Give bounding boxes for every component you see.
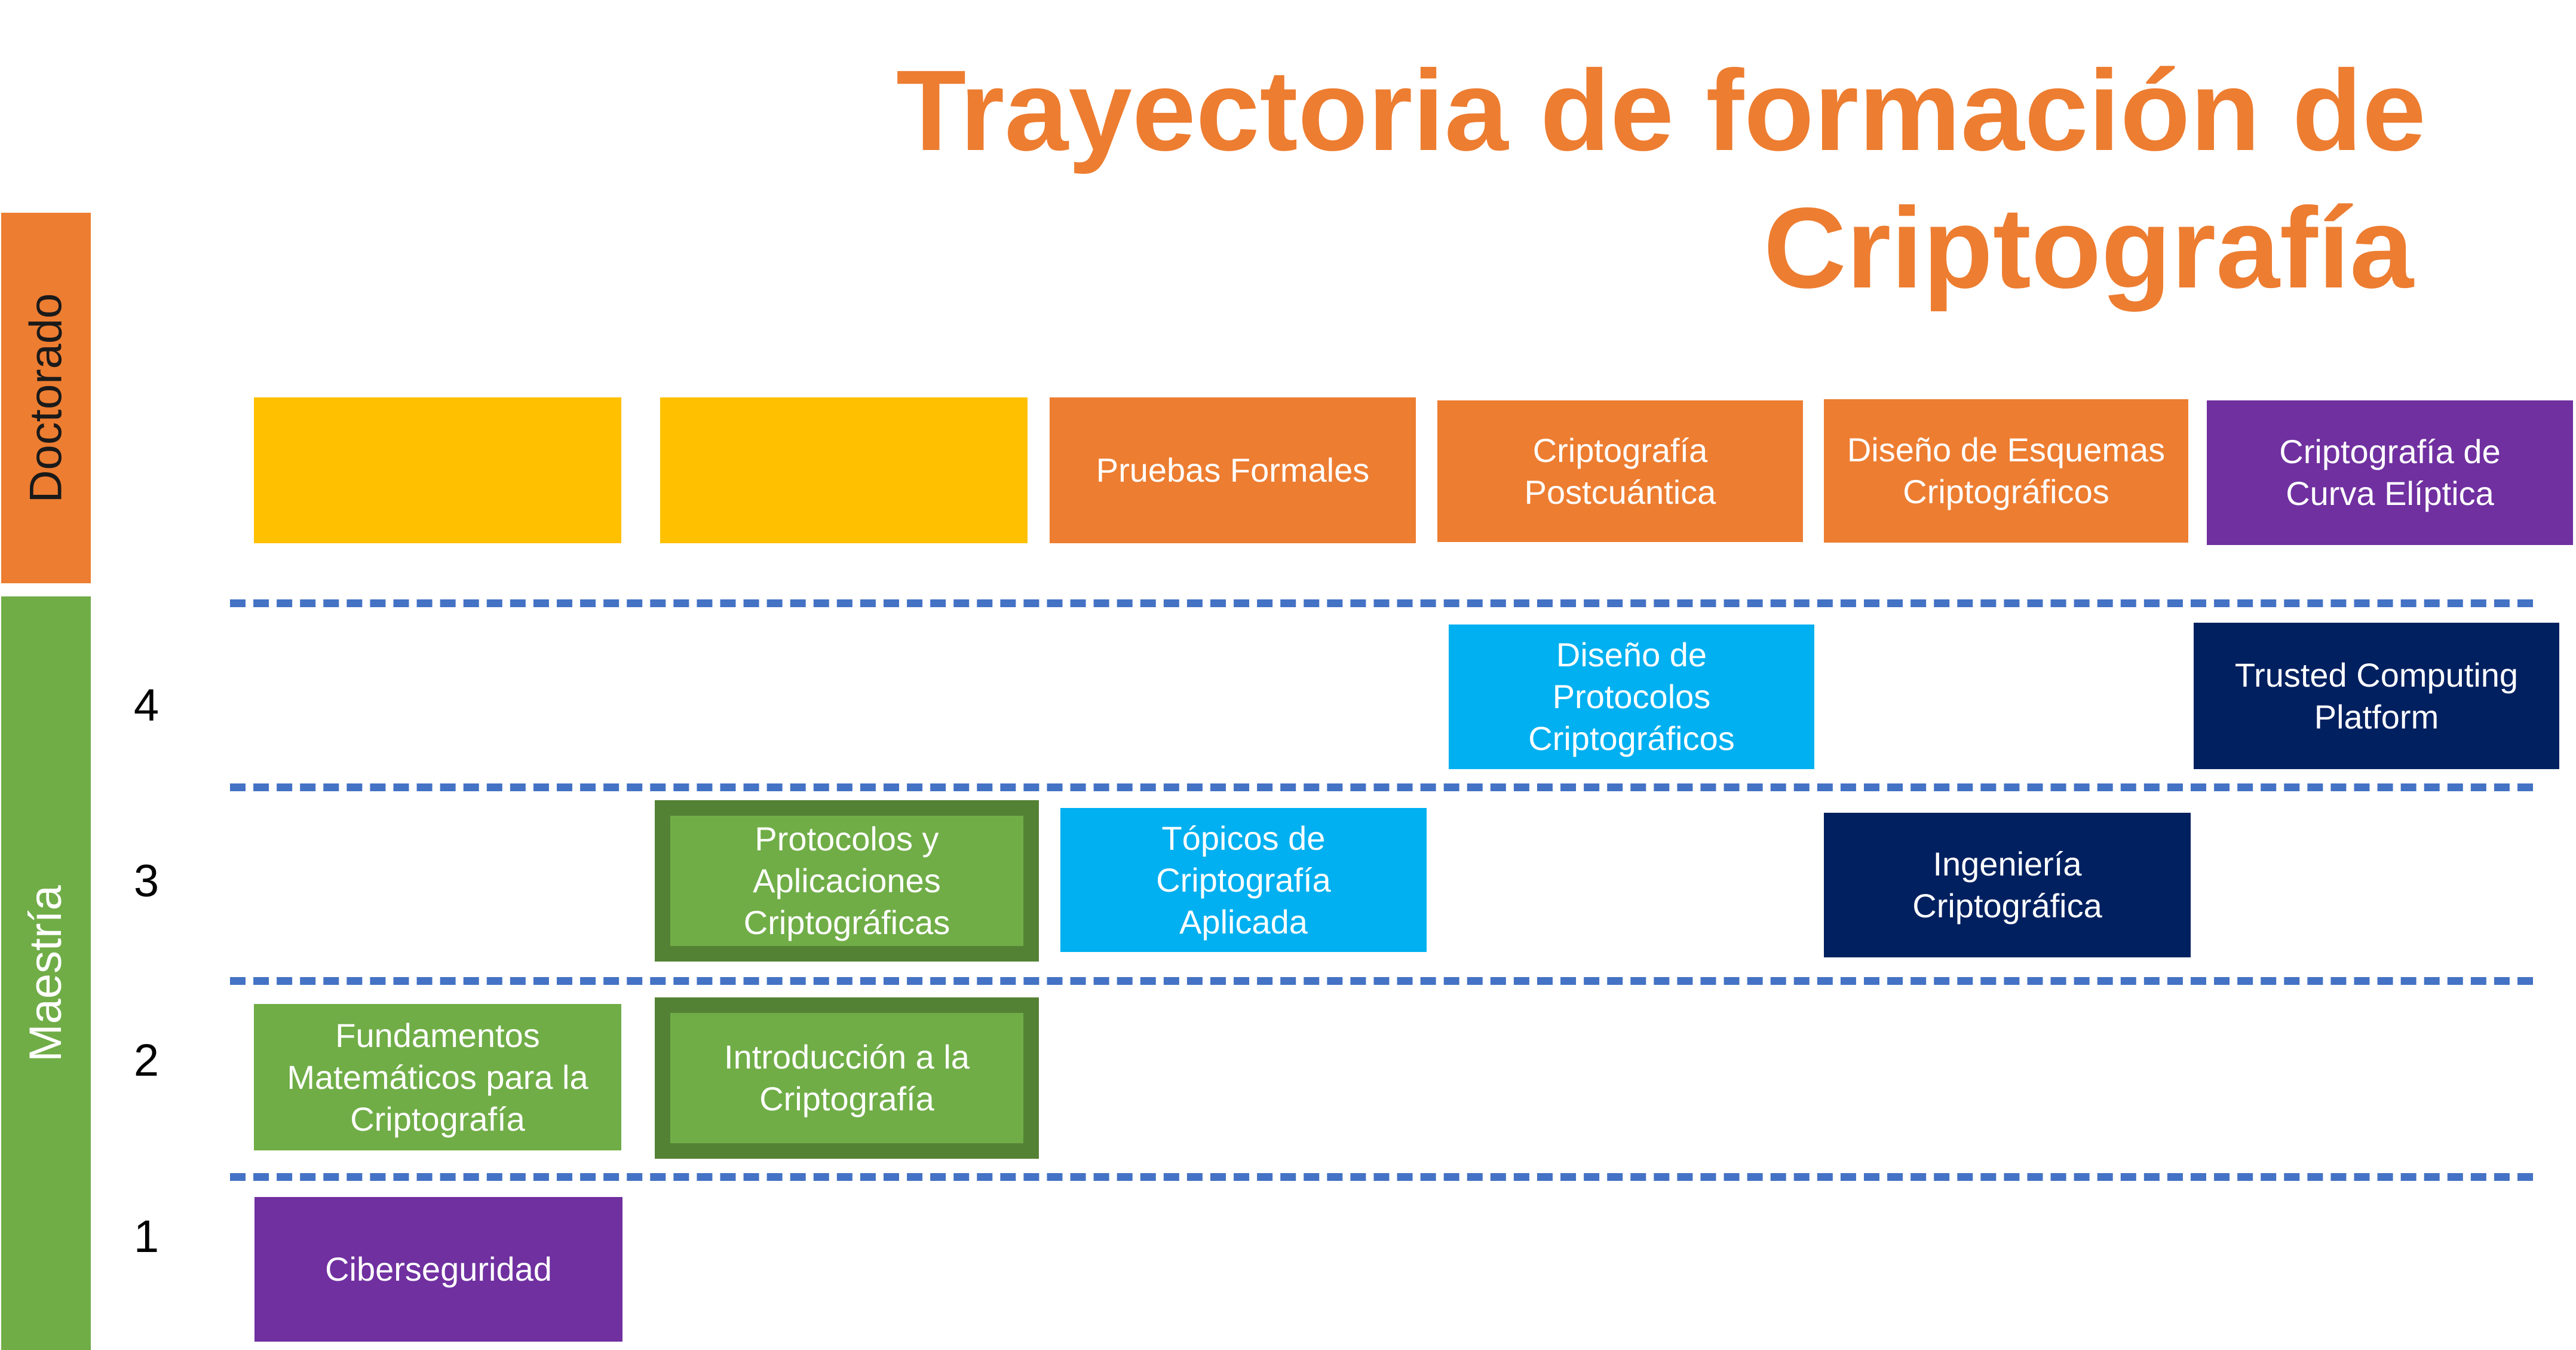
course-pruebas-formales: Pruebas Formales	[1050, 397, 1416, 543]
course-topicos-aplicada: Tópicos de Criptografía Aplicada	[1060, 808, 1427, 952]
course-label: Ciberseguridad	[325, 1250, 552, 1288]
course-label: Protocolos y Aplicaciones Criptográficas	[743, 820, 950, 941]
course-fundamentos-matematicos: Fundamentos Matemáticos para la Criptogr…	[254, 1004, 621, 1150]
course-label: Pruebas Formales	[1096, 451, 1370, 489]
title-line-2: Criptografía	[1763, 183, 2414, 312]
course-label: Ingeniería Criptográfica	[1912, 845, 2102, 925]
course-label: Introducción a la Criptografía	[724, 1038, 970, 1118]
separator-level-3-4	[230, 783, 2533, 791]
maestria-band: Maestría	[1, 596, 91, 1350]
course-diseno-protocolos: Diseño de Protocolos Criptográficos	[1449, 625, 1814, 769]
course-label: Criptografía Postcuántica	[1524, 431, 1716, 511]
empty-placeholder-box-2	[660, 397, 1028, 543]
title-line-1: Trayectoria de formación de	[896, 46, 2426, 175]
separator-doctorado-maestria	[230, 599, 2533, 607]
course-label: Diseño de Protocolos Criptográficos	[1528, 636, 1735, 757]
maestria-label: Maestría	[20, 884, 71, 1062]
separator-level-2-3	[230, 977, 2533, 985]
level-4-label: 4	[133, 680, 160, 731]
doctorado-band: Doctorado	[1, 213, 91, 583]
course-label: Fundamentos Matemáticos para la Criptogr…	[287, 1016, 588, 1138]
course-criptografia-postcuantica: Criptografía Postcuántica	[1437, 400, 1803, 542]
course-diseno-esquemas: Diseño de Esquemas Criptográficos	[1824, 399, 2188, 543]
course-label: Tópicos de Criptografía Aplicada	[1156, 819, 1331, 941]
empty-placeholder-box-1	[254, 397, 621, 543]
course-label: Diseño de Esquemas Criptográficos	[1847, 431, 2166, 510]
level-1-label: 1	[133, 1211, 160, 1262]
level-2-label: 2	[133, 1035, 160, 1086]
course-introduccion-criptografia: Introducción a la Criptografía	[655, 997, 1039, 1159]
course-protocolos-aplicaciones: Protocolos y Aplicaciones Criptográficas	[655, 800, 1039, 962]
course-label: Criptografía de Curva Elíptica	[2279, 433, 2501, 512]
doctorado-label: Doctorado	[20, 293, 71, 503]
diagram-title: Trayectoria de formación de Criptografía	[896, 42, 2426, 317]
course-ingenieria-criptografica: Ingeniería Criptográfica	[1824, 813, 2191, 957]
separator-level-1-2	[230, 1173, 2533, 1181]
course-label: Trusted Computing Platform	[2234, 656, 2519, 736]
course-curva-eliptica: Criptografía de Curva Elíptica	[2207, 400, 2573, 545]
course-ciberseguridad: Ciberseguridad	[254, 1197, 622, 1342]
course-trusted-computing: Trusted Computing Platform	[2194, 623, 2559, 769]
level-3-label: 3	[133, 856, 160, 907]
